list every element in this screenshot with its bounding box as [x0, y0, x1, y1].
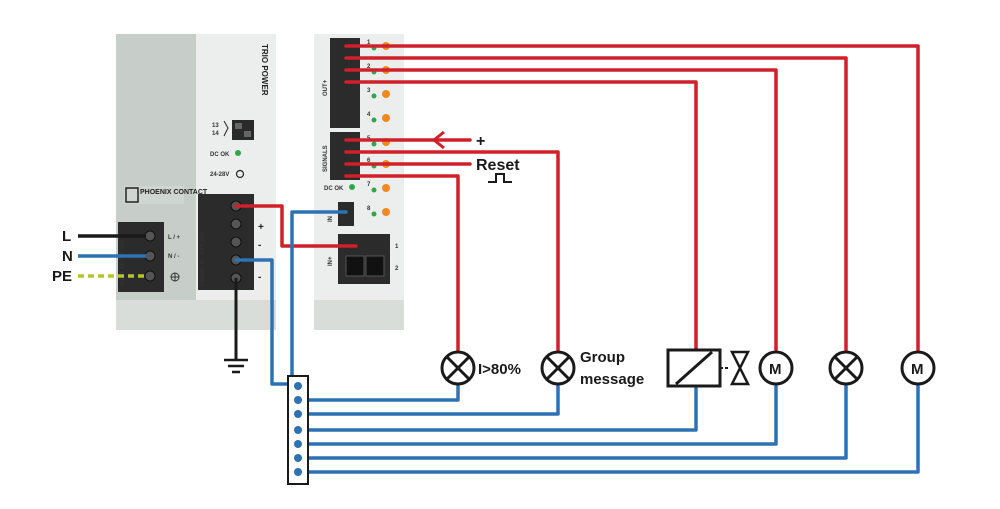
- in-plus-label: IN+: [328, 256, 334, 266]
- output-minus-2: -: [258, 272, 261, 283]
- label-pe: PE: [52, 268, 72, 285]
- channel-number: 7: [367, 182, 371, 188]
- lamp-group-message: [540, 350, 576, 386]
- motor-2-label: M: [911, 361, 924, 378]
- brand-label: TRIO POWER: [260, 44, 269, 96]
- wire-signal-group: [344, 150, 560, 352]
- wire-module-in-to-bus: [290, 210, 348, 386]
- wire-out-2: [344, 56, 848, 352]
- label-plus: +: [476, 133, 485, 150]
- contact-14: 14: [212, 131, 219, 137]
- logo-text: PHOENIX CONTACT: [140, 189, 208, 196]
- voltage-label: 24-28V: [210, 172, 229, 178]
- psu-dc-ok-label: DC OK: [210, 152, 230, 158]
- wire-bus-motor-2: [296, 384, 920, 474]
- channel-number: 2: [367, 64, 371, 70]
- output-minus-1: -: [258, 240, 261, 251]
- reset-pulse-icon: [488, 173, 512, 183]
- wire-bus-group-lamp: [296, 382, 560, 416]
- wire-bus-valve: [296, 386, 698, 432]
- channel-indicators: 1 2 3 4 5 6 7 8: [367, 40, 390, 217]
- blue-wires: [234, 210, 920, 474]
- in-plus-pin-1: 1: [395, 244, 399, 250]
- channel-number: 8: [367, 206, 371, 212]
- output-plus: +: [258, 222, 264, 233]
- channel-number: 4: [367, 112, 371, 118]
- signal-module: OUT+ SIGNALS DC OK IN IN+ 1 2 1 2 3 4 5 …: [314, 34, 404, 330]
- lamp-3: [828, 350, 864, 386]
- channel-number: 1: [367, 40, 371, 46]
- wire-bus-load-lamp: [296, 382, 460, 402]
- module-dc-ok-label: DC OK: [324, 186, 344, 192]
- in-label: IN: [328, 216, 334, 222]
- wire-out-3: [344, 68, 778, 352]
- contact-13: 13: [212, 123, 219, 129]
- wire-psu-minus-to-bus: [234, 258, 300, 386]
- ground-connection: [224, 278, 248, 374]
- solenoid-valve: [666, 348, 751, 388]
- label-load: I>80%: [478, 361, 521, 378]
- distribution-bus: [287, 375, 309, 485]
- arrow-plus: [431, 130, 445, 150]
- wire-bus-lamp-3: [296, 384, 848, 460]
- motor-2: M: [900, 350, 936, 386]
- label-n: N: [62, 248, 73, 265]
- phoenix-logo: PHOENIX CONTACT: [124, 186, 208, 204]
- out-label: OUT+: [323, 79, 329, 96]
- wire-bus-motor-1: [296, 384, 778, 446]
- lamp-load-indicator: [440, 350, 476, 386]
- channel-7: 7: [367, 182, 390, 193]
- label-group: Group: [580, 349, 625, 366]
- input-label: Input AC 1 ~ 230 V: [120, 234, 126, 286]
- red-wires: [234, 44, 920, 352]
- label-message: message: [580, 371, 644, 388]
- channel-number: 3: [367, 88, 371, 94]
- signals-label: SIGNALS: [323, 145, 329, 172]
- in-plus-pin-2: 2: [395, 266, 399, 272]
- power-supply-unit: TRIO POWER PHOENIX CONTACT 13 14 DC OK 2…: [116, 34, 276, 330]
- terminal-n-label: N / -: [168, 254, 179, 260]
- wire-signal-load: [344, 174, 460, 352]
- output-label: Output DC 24V 20A: [200, 230, 206, 286]
- potentiometer-icon[interactable]: [235, 169, 245, 179]
- label-reset: Reset: [476, 157, 520, 174]
- terminal-l-label: L / +: [168, 235, 181, 241]
- wire-out-1: [344, 44, 920, 352]
- channel-4: 4: [367, 112, 390, 123]
- channel-8: 8: [367, 206, 390, 217]
- label-l: L: [62, 228, 71, 245]
- motor-1: M: [758, 350, 794, 386]
- wire-out-4: [344, 80, 698, 352]
- wire-psu-plus-to-module: [234, 204, 358, 248]
- mains-wires: L N PE: [52, 228, 146, 285]
- psu-dc-ok-led: [235, 150, 241, 156]
- motor-1-label: M: [769, 361, 782, 378]
- channel-3: 3: [367, 88, 390, 99]
- contact-relay: 13 14: [212, 120, 254, 140]
- module-dc-ok-led: [349, 184, 355, 190]
- channel-number: 6: [367, 158, 371, 164]
- output-terminal-block: Output DC 24V 20A: [198, 194, 254, 290]
